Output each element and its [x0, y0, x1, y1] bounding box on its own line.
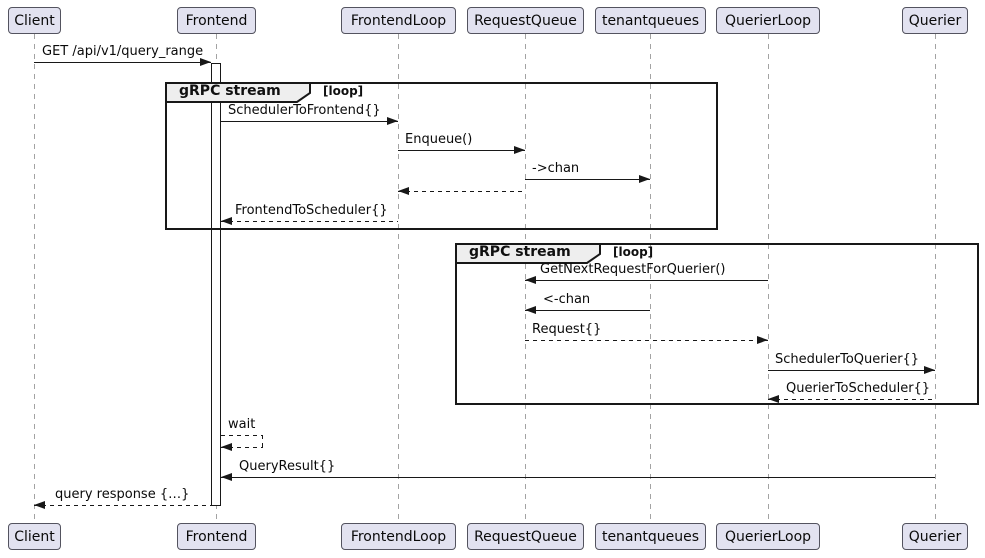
message-line	[525, 310, 650, 312]
message-label-from-chan: <-chan	[543, 292, 591, 307]
participant-frontendloop-bottom: FrontendLoop	[341, 523, 456, 550]
arrowhead-left-icon	[768, 395, 779, 403]
arrowhead-left-icon	[525, 306, 536, 314]
activation-bar-frontend	[211, 63, 221, 506]
message-line	[34, 505, 211, 507]
message-label-get-query-range: GET /api/v1/query_range	[42, 44, 204, 59]
participant-frontend-top: Frontend	[177, 7, 256, 34]
self-message-side-line	[262, 435, 264, 448]
lifeline-querier	[935, 34, 936, 523]
self-message-bottom-line	[221, 447, 263, 449]
message-line	[221, 477, 935, 479]
message-line	[525, 340, 768, 342]
message-line	[34, 62, 211, 64]
message-label-wait: wait	[228, 417, 256, 432]
participant-client-top: Client	[8, 7, 61, 34]
arrowhead-left-icon	[221, 473, 232, 481]
message-line	[398, 150, 525, 152]
frame-title: gRPC stream	[469, 244, 571, 260]
message-label-to-chan: ->chan	[532, 161, 580, 176]
arrowhead-left-icon	[221, 217, 232, 225]
arrowhead-right-icon	[639, 175, 650, 183]
lifeline-querierloop	[768, 34, 769, 523]
frame-title: gRPC stream	[179, 83, 281, 99]
arrowhead-left-icon	[398, 187, 409, 195]
loop-frame-querier: gRPC stream [loop]	[455, 243, 979, 405]
arrowhead-right-icon	[514, 146, 525, 154]
arrowhead-left-icon	[221, 443, 232, 451]
message-label-query-response: query response {…}	[55, 487, 190, 502]
participant-tenantqueues-bottom: tenantqueues	[595, 523, 706, 550]
message-line	[221, 221, 398, 223]
message-label-get-next-request: GetNextRequestForQuerier()	[540, 262, 726, 277]
message-line	[768, 399, 935, 401]
participant-frontendloop-top: FrontendLoop	[341, 7, 456, 34]
message-line	[221, 121, 398, 123]
message-label-enqueue: Enqueue()	[405, 132, 473, 147]
frame-operator-label: [loop]	[323, 84, 364, 98]
participant-querier-bottom: Querier	[902, 523, 968, 550]
message-line	[525, 179, 650, 181]
loop-frame-frontend: gRPC stream [loop]	[165, 82, 718, 230]
participant-requestqueue-top: RequestQueue	[467, 7, 584, 34]
participant-client-bottom: Client	[8, 523, 61, 550]
message-label-frontend-to-scheduler: FrontendToScheduler{}	[235, 203, 388, 218]
arrowhead-left-icon	[34, 501, 45, 509]
message-line	[768, 370, 935, 372]
participant-requestqueue-bottom: RequestQueue	[467, 523, 584, 550]
frame-tab-icon	[455, 243, 602, 268]
participant-querierloop-bottom: QuerierLoop	[716, 523, 820, 550]
frame-tab-icon	[165, 82, 312, 107]
participant-querierloop-top: QuerierLoop	[716, 7, 820, 34]
participant-querier-top: Querier	[902, 7, 968, 34]
self-message-top-line	[221, 435, 263, 437]
message-label-scheduler-to-querier: SchedulerToQuerier{}	[775, 352, 920, 367]
lifeline-tenantqueues	[650, 34, 651, 523]
arrowhead-left-icon	[525, 276, 536, 284]
arrowhead-right-icon	[757, 336, 768, 344]
frame-operator-label: [loop]	[613, 245, 654, 259]
lifeline-client	[34, 34, 35, 523]
message-label-query-result: QueryResult{}	[239, 459, 336, 474]
message-line-return	[398, 191, 525, 193]
participant-tenantqueues-top: tenantqueues	[595, 7, 706, 34]
arrowhead-right-icon	[924, 366, 935, 374]
message-label-scheduler-to-frontend: SchedulerToFrontend{}	[228, 103, 381, 118]
arrowhead-right-icon	[387, 117, 398, 125]
arrowhead-right-icon	[200, 58, 211, 66]
participant-frontend-bottom: Frontend	[177, 523, 256, 550]
message-line	[525, 280, 768, 282]
message-label-request: Request{}	[532, 322, 602, 337]
message-label-querier-to-scheduler: QuerierToScheduler{}	[786, 381, 931, 396]
lifeline-frontendloop	[398, 34, 399, 523]
